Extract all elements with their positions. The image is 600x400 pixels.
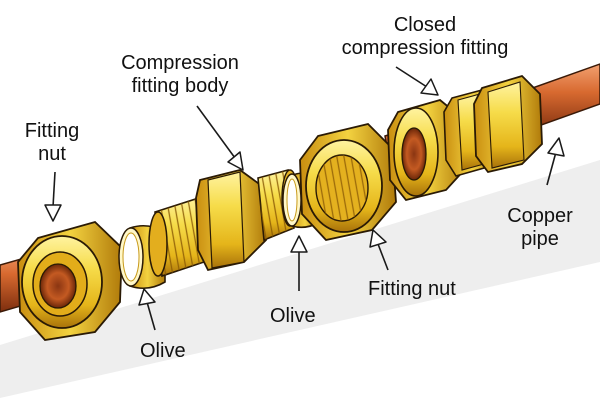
- label-compression-fitting-body-line1: Compression: [121, 52, 239, 74]
- arrow-compression-body: [196, 105, 244, 171]
- label-copper-pipe-line2: pipe: [521, 228, 559, 250]
- label-closed-compression-fitting-line1: Closed: [393, 14, 457, 36]
- label-compression-fitting-body-line2: fitting body: [131, 75, 229, 97]
- label-olive-center: Olive: [270, 305, 316, 327]
- floor-shadow: [0, 160, 600, 398]
- label-closed-compression-fitting-line2: compression fitting: [341, 37, 509, 59]
- closed-compression-fitting: [387, 74, 543, 202]
- arrow-fitting-nut-right: [369, 229, 389, 271]
- label-copper-pipe-line1: Copper: [507, 205, 573, 227]
- label-compression-fitting-body: Compression fitting body: [105, 52, 255, 98]
- fitting-nut-right: [299, 123, 397, 241]
- label-fitting-nut-right: Fitting nut: [368, 278, 456, 300]
- arrow-olive-center: [290, 235, 308, 291]
- label-fitting-nut-left: Fitting nut: [12, 120, 92, 166]
- arrow-copper-pipe: [546, 137, 565, 186]
- arrow-olive-left: [138, 288, 156, 331]
- fitting-nut-left: [17, 220, 123, 341]
- arrow-closed-fitting: [395, 66, 439, 96]
- label-fitting-nut-left-line1: Fitting: [24, 120, 80, 142]
- arrow-fitting-nut-left: [44, 171, 62, 222]
- label-olive-left: Olive: [140, 340, 186, 362]
- label-copper-pipe: Copper pipe: [500, 205, 580, 251]
- label-fitting-nut-left-line2: nut: [38, 143, 66, 165]
- label-closed-compression-fitting: Closed compression fitting: [330, 14, 520, 60]
